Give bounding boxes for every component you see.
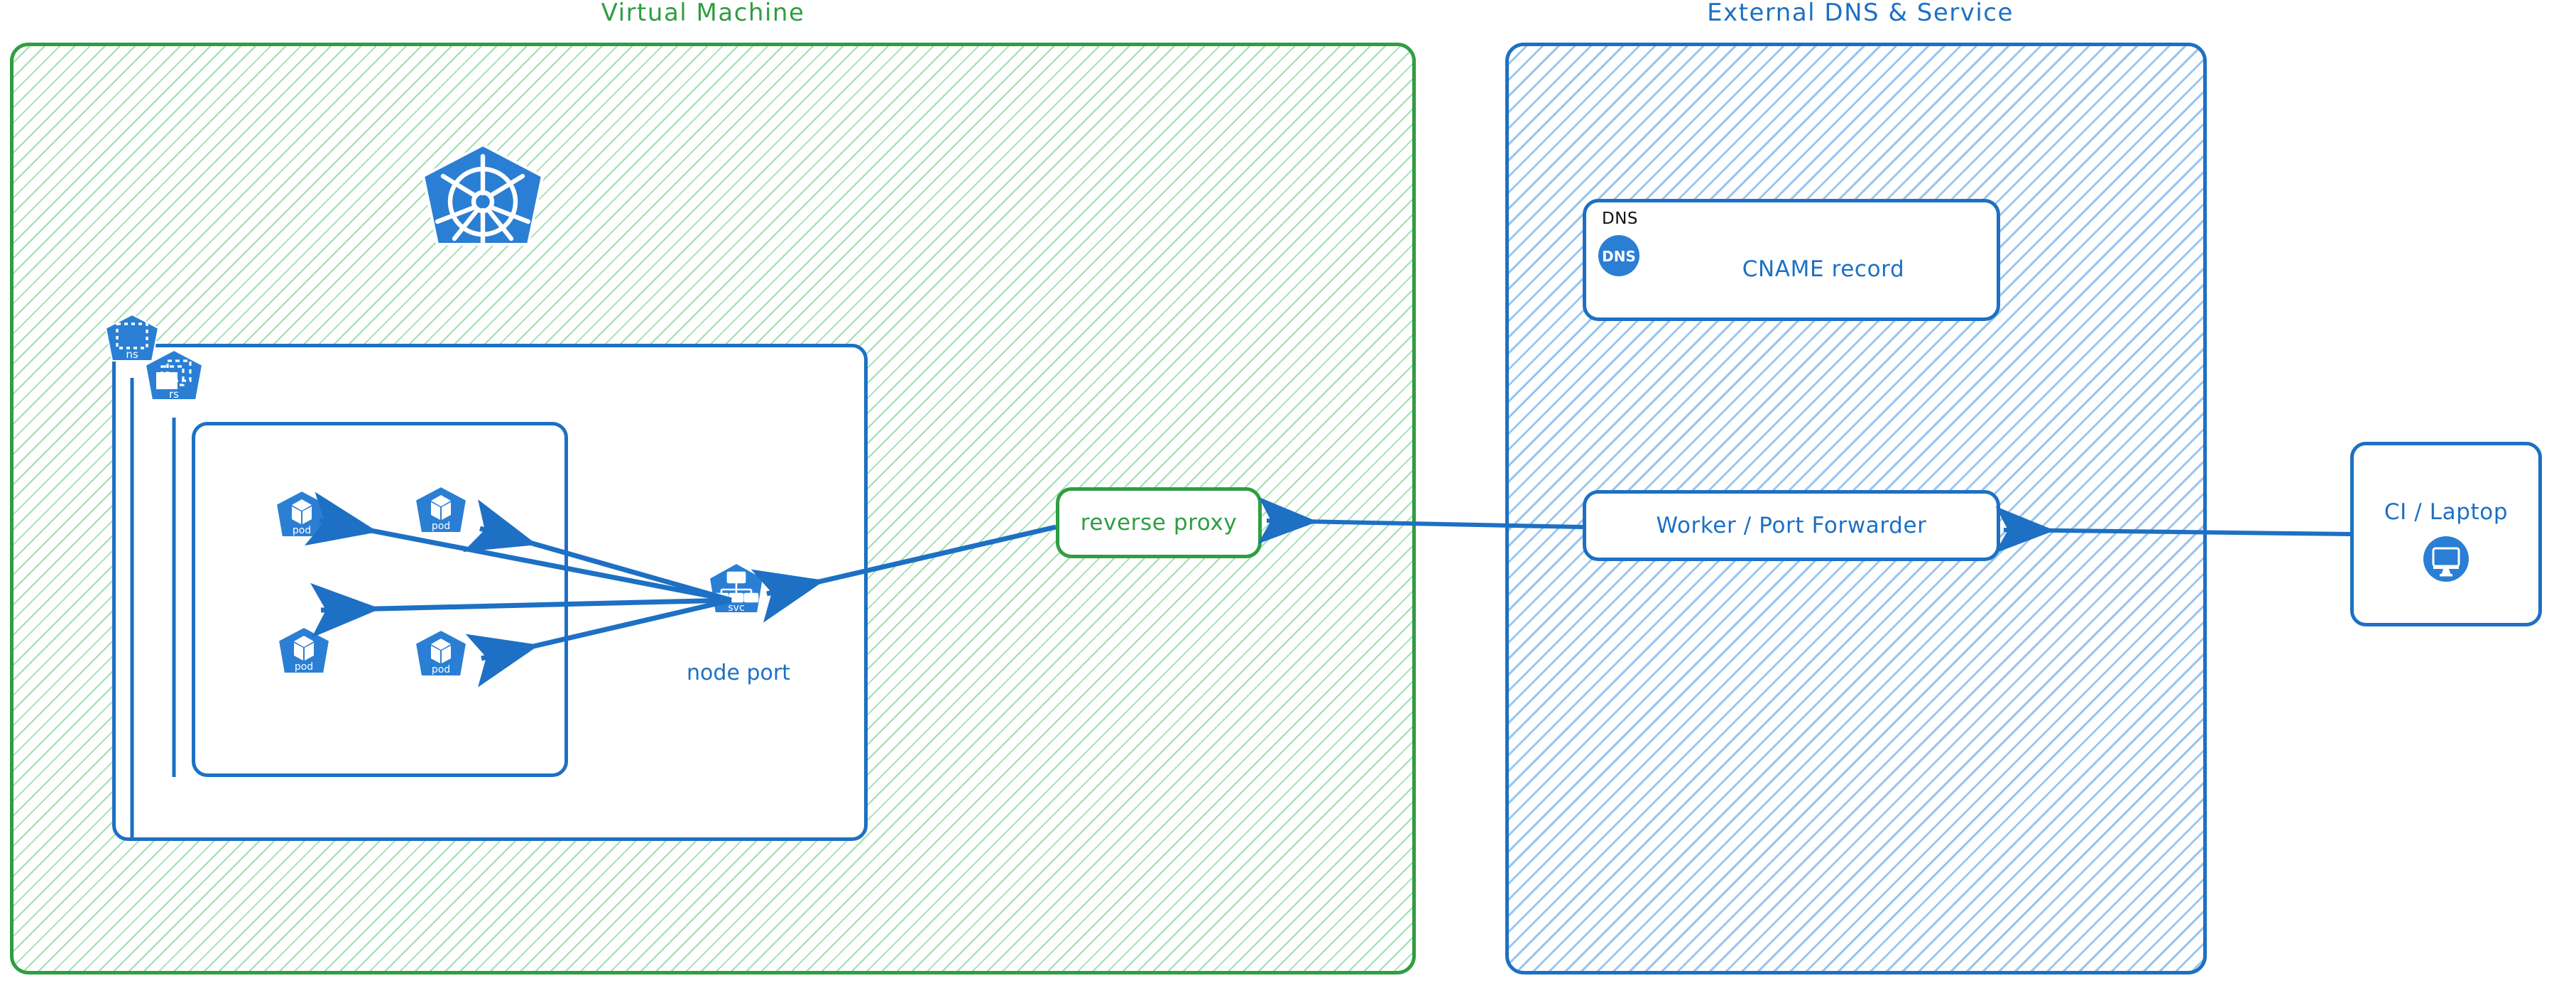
svg-text:pod: pod	[432, 664, 450, 675]
dns-box[interactable]: DNS CNAME record	[1583, 199, 2000, 321]
pod-icon-4: pod	[410, 628, 471, 693]
dns-box-corner-label: DNS	[1602, 210, 1639, 228]
namespace-icon-label: ns	[126, 348, 138, 361]
node-port-caption: node port	[687, 661, 790, 685]
svg-text:svc: svc	[728, 602, 744, 614]
ci-laptop-label: CI / Laptop	[2384, 499, 2509, 525]
svg-text:pod: pod	[293, 525, 311, 536]
namespace-icon: ns	[101, 313, 163, 378]
kubernetes-logo-icon	[412, 142, 554, 291]
ci-laptop-box[interactable]: CI / Laptop	[2350, 442, 2542, 626]
pod-icon-3: pod	[273, 625, 334, 690]
svg-text:DNS: DNS	[1602, 248, 1636, 265]
worker-port-forwarder-label: Worker / Port Forwarder	[1656, 513, 1927, 538]
replicaset-icon: rs	[141, 348, 207, 418]
dns-circle-icon: DNS	[1598, 234, 1640, 277]
replicaset-icon-label: rs	[169, 388, 179, 401]
svg-text:pod: pod	[432, 521, 450, 532]
service-icon: svc	[703, 561, 770, 632]
svg-text:pod: pod	[295, 661, 313, 673]
group-title-external-dns-service: External DNS & Service	[1707, 0, 2014, 27]
desktop-monitor-icon	[2423, 536, 2469, 582]
pod-icon-2: pod	[410, 484, 471, 550]
reverse-proxy-box[interactable]: reverse proxy	[1056, 487, 1262, 558]
pod-icon-1: pod	[271, 489, 332, 554]
dns-box-label: CNAME record	[1742, 256, 1905, 282]
worker-port-forwarder-box[interactable]: Worker / Port Forwarder	[1583, 490, 2000, 561]
replicaset-box	[192, 422, 568, 777]
group-title-virtual-machine: Virtual Machine	[601, 0, 805, 27]
reverse-proxy-label: reverse proxy	[1080, 510, 1238, 536]
